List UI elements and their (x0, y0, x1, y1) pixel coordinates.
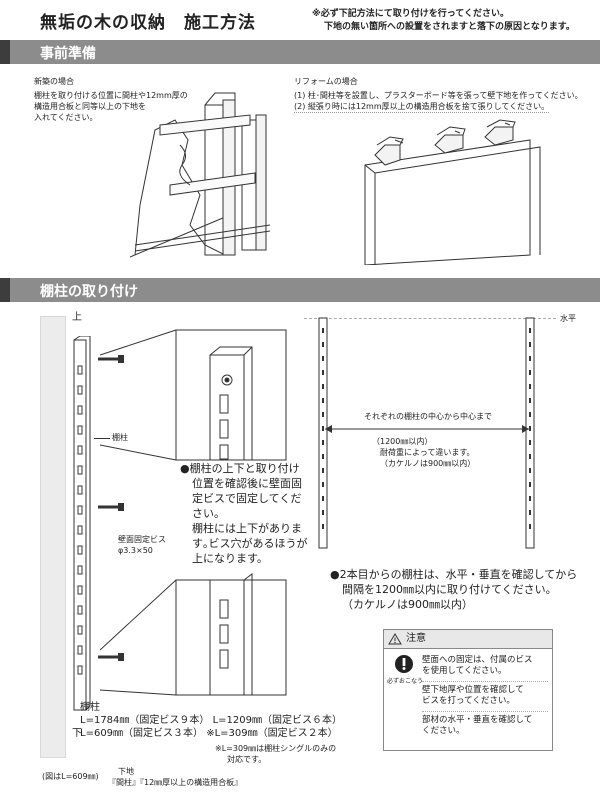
mandatory-icon (395, 655, 413, 673)
caution-item3-line2: ください。 (422, 726, 465, 736)
page-title: 無垢の木の収納 施工方法 (40, 13, 256, 33)
new-construction-illustration (130, 92, 271, 258)
screw-label-line2: φ3.3×50 (118, 546, 153, 555)
center-label: それぞれの棚柱の中心から中心まで (364, 412, 492, 421)
base-label: 下地 (118, 767, 134, 776)
header-note-line1: ※必ず下記方法にて取り付けを行ってください。 (312, 9, 510, 19)
spec-title: 棚柱 (80, 702, 100, 713)
header-note: ※必ず下記方法にて取り付けを行ってください。 下地の無い箇所への設置をされますと… (312, 8, 575, 34)
caution-item2-line1: 壁下地厚や位置を確認して (422, 685, 524, 695)
spec-note: ※L=309㎜は棚柱シングルのみの 対応です。 (215, 743, 336, 765)
caution-item1-line2: を使用してください。 (422, 666, 507, 676)
caution-title: 注意 (406, 633, 426, 644)
section-heading-installation: 棚柱の取り付け (40, 284, 138, 300)
spec-line2: L=609㎜（固定ビス３本） ※L=309㎜（固定ビス２本） (80, 728, 338, 739)
post-left (318, 317, 328, 549)
desc1-line4: さい。 (192, 507, 225, 520)
reform-item2: (2) 縦張り時には12mm厚以上の構造用合板を捨て張りしてください。 (294, 102, 550, 113)
caution-item1-line1: 壁面への固定は、付属のビス (422, 655, 533, 665)
desc1-line7: 上になります。 (192, 552, 268, 565)
desc1-line3: 定ビスで固定してくだ (192, 492, 302, 505)
dimension-arrow (325, 425, 529, 433)
caution-item3: 部材の水平・垂直を確認して ください。 (422, 715, 532, 737)
header-note-line2: 下地の無い箇所への設置をされますと落下の原因となります。 (324, 22, 575, 32)
caution-box: 注意 必ずおこなう 壁面への固定は、付属のビス を使用してください。 壁下地厚や… (383, 629, 553, 751)
desc1-line2: 位置を確認後に壁面固 (192, 477, 302, 490)
leader-line (94, 438, 110, 439)
interval-notes: （1200㎜以内） 耐荷重によって違います。 （カケルノは900㎜以内） (372, 436, 475, 469)
screw-label: 壁面固定ビス φ3.3×50 (118, 534, 166, 556)
desc2-line1: ●2本目からの棚柱は、水平・垂直を確認してから (330, 568, 578, 581)
new-text-line3: 入れてください。 (34, 113, 98, 122)
screw-icon (98, 653, 124, 661)
reform-illustration (364, 119, 541, 265)
reform-title: リフォームの場合 (294, 77, 358, 86)
screw-icon (98, 355, 124, 363)
screw-label-line1: 壁面固定ビス (118, 535, 166, 544)
instruction-post-fixing: ●棚柱の上下と取り付け 位置を確認後に壁面固 定ビスで固定してくだ さい。 棚柱… (180, 461, 308, 566)
section-bar-preparation: 事前準備 (0, 40, 600, 64)
desc1-line6: す｡ビス穴があるほうが (192, 537, 308, 550)
interval-line2: 耐荷重によって違います。 (380, 448, 475, 457)
shelf-post-illustration (73, 336, 91, 711)
caution-item2-line2: ビスを打ってください。 (422, 696, 515, 706)
instruction-second-post: ●2本目からの棚柱は、水平・垂直を確認してから 間隔を1200㎜以内に取り付けて… (330, 567, 577, 612)
new-construction-text: 棚柱を取り付ける位置に間柱や12mm厚の 構造用合板と同等以上の下地を 入れてく… (34, 90, 188, 123)
section-bar-installation: 棚柱の取り付け (0, 278, 600, 302)
level-label: 水平 (560, 314, 576, 323)
caution-item3-line1: 部材の水平・垂直を確認して (422, 715, 533, 725)
label-top: 上 (72, 312, 82, 323)
section-heading-preparation: 事前準備 (40, 46, 96, 62)
interval-line3: （カケルノは900㎜以内） (380, 459, 476, 468)
wall-base-strip (40, 316, 66, 758)
desc1-line5: 棚柱には上下がありま (192, 522, 302, 535)
figure-note: (図はL=609㎜) (42, 772, 99, 781)
zoom-detail-bottom (100, 573, 287, 696)
spec-note-line1: ※L=309㎜は棚柱シングルのみの (215, 744, 337, 753)
reform-item1: (1) 柱･間柱等を設置し、プラスターボード等を張って壁下地を作ってください。 (294, 91, 583, 100)
interval-line1: （1200㎜以内） (372, 437, 433, 446)
label-bottom: 下 (72, 728, 82, 739)
desc2-line3: （カケルノは900㎜以内） (342, 598, 473, 611)
zoom-detail-top (100, 329, 287, 461)
caution-item1: 壁面への固定は、付属のビス を使用してください。 (422, 655, 533, 677)
screw-icon (98, 503, 124, 511)
new-construction-title: 新築の場合 (34, 77, 74, 86)
spec-note-line2: 対応です。 (227, 755, 267, 764)
post-right (525, 317, 535, 549)
desc1-line1: ●棚柱の上下と取り付け (180, 462, 300, 475)
warning-icon (388, 633, 402, 645)
caution-header: 注意 (384, 630, 552, 649)
base-detail: 『間柱』『12㎜厚以上の構造用合板』 (108, 778, 243, 787)
mandatory-icon-label: 必ずおこなう (387, 678, 424, 685)
spec-line1: L=1784㎜（固定ビス９本） L=1209㎜（固定ビス６本） (80, 715, 342, 726)
new-text-line1: 棚柱を取り付ける位置に間柱や12mm厚の (34, 91, 188, 100)
desc2-line2: 間隔を1200㎜以内に取り付けてください。 (342, 583, 557, 596)
level-line (304, 318, 556, 319)
caution-item2: 壁下地厚や位置を確認して ビスを打ってください。 (422, 685, 524, 707)
label-post: 棚柱 (112, 433, 128, 442)
new-text-line2: 構造用合板と同等以上の下地を (34, 102, 146, 111)
